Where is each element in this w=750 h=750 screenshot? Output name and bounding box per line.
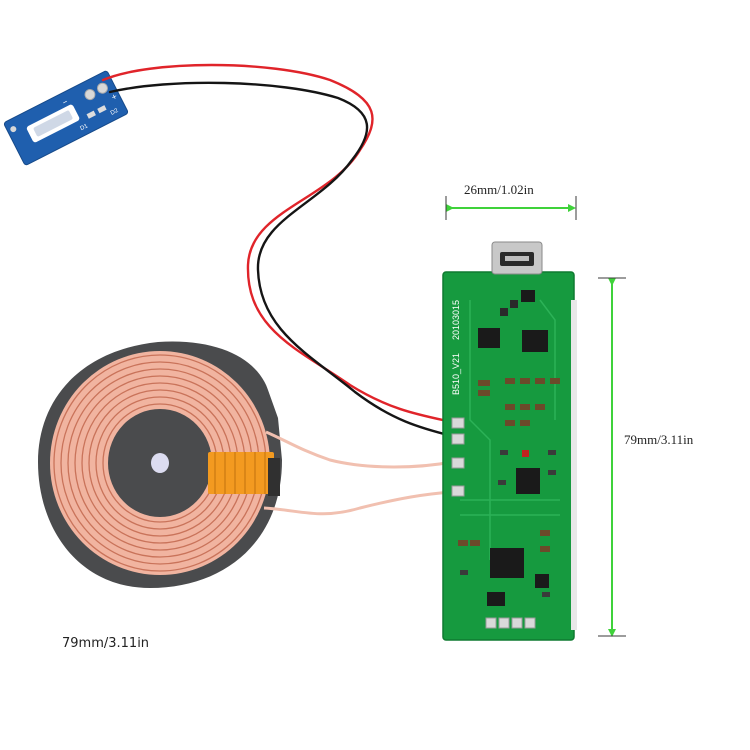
ic-chip — [522, 330, 548, 352]
ic-chip — [535, 574, 549, 588]
center-dot — [151, 453, 169, 473]
pcb-model-text: B510_V21 — [451, 353, 461, 395]
board-height-label: 79mm/3.11in — [624, 432, 694, 447]
header-pins — [485, 617, 536, 629]
status-led — [522, 450, 529, 457]
smd-led-d1 — [86, 110, 96, 119]
charging-coil — [38, 341, 453, 588]
ic-chip — [490, 548, 524, 578]
ic-chip — [521, 290, 535, 302]
ic-chip — [516, 468, 540, 494]
coil-lead-bottom — [263, 490, 453, 516]
plus-sign: + — [110, 91, 119, 102]
pcb-board: B510_V21 20103015 — [442, 241, 577, 641]
minus-sign: − — [61, 97, 70, 107]
coil-lead-top — [265, 430, 453, 469]
coil-diameter-label: 79mm/3.11in — [62, 636, 150, 651]
d2-label: D2 — [110, 108, 120, 117]
solder-pads — [451, 417, 465, 497]
kapton-tape — [208, 452, 274, 494]
led-board: − + D1 D2 — [3, 70, 129, 166]
ic-chip — [478, 328, 500, 348]
board-width-label: 26mm/1.02in — [464, 182, 534, 197]
wire-pair — [101, 63, 454, 438]
dimension-arrows — [445, 196, 626, 637]
black-wire — [108, 81, 454, 438]
d1-label: D1 — [79, 123, 89, 132]
red-wire — [101, 63, 454, 424]
smd-led-d2 — [97, 105, 107, 114]
ic-chip — [487, 592, 505, 606]
pcb-date-code: 20103015 — [451, 300, 461, 340]
